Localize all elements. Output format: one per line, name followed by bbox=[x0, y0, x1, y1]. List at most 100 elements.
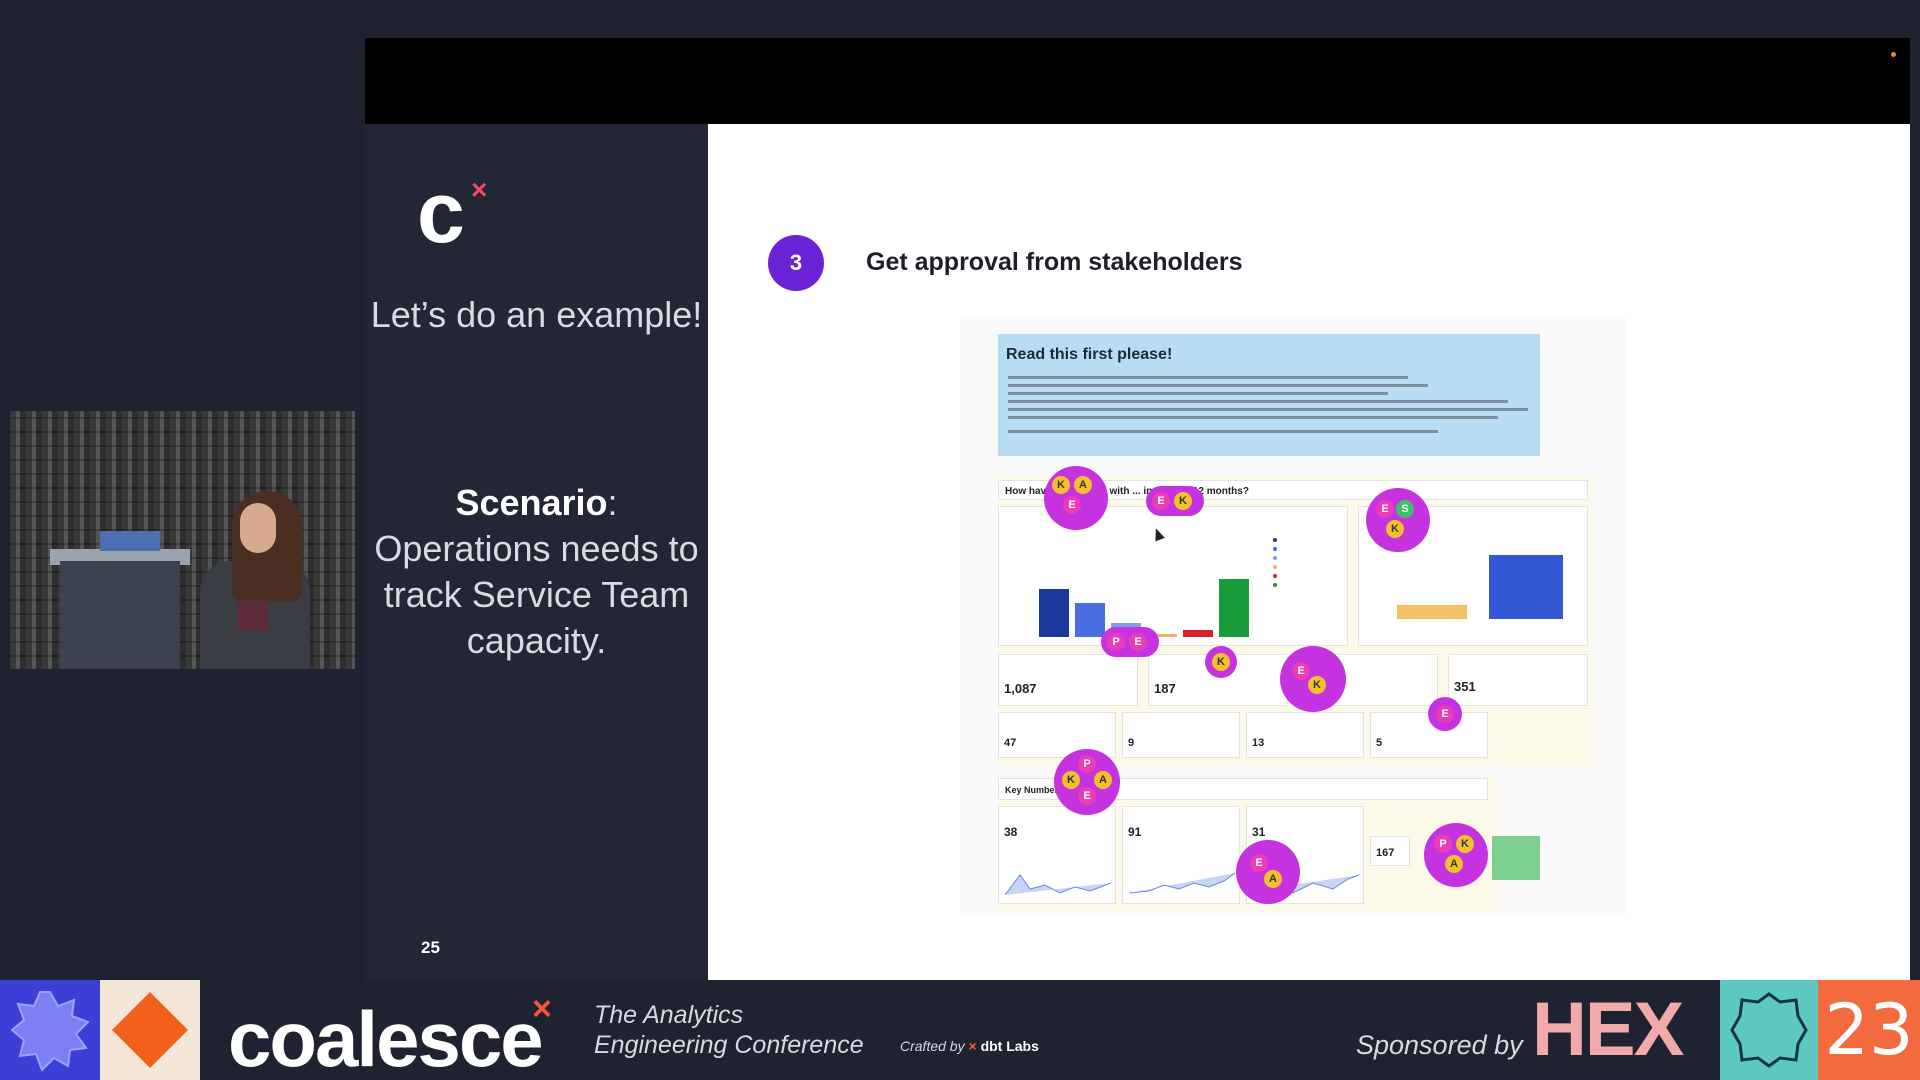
speaker bbox=[240, 503, 276, 553]
key-number-value: 91 bbox=[1128, 825, 1142, 839]
bar-4 bbox=[1147, 634, 1177, 637]
note-green bbox=[1492, 836, 1540, 880]
sparkline bbox=[1005, 874, 1111, 896]
conference-tagline: The Analytics Engineering Conference bbox=[594, 1001, 864, 1059]
year-badge: 23 bbox=[1818, 980, 1920, 1080]
avatar: K bbox=[1456, 835, 1474, 853]
speaker-video bbox=[10, 411, 355, 669]
avatar: E bbox=[1250, 854, 1268, 872]
avatar: P bbox=[1434, 835, 1452, 853]
metric-card: 1,087 bbox=[998, 654, 1138, 706]
metric-card: 351 bbox=[1448, 654, 1588, 706]
bar-chart-card bbox=[998, 506, 1348, 646]
key-numbers-header: Key Numbers bbox=[998, 778, 1488, 800]
footer-tile-blue bbox=[0, 980, 100, 1080]
avatar: E bbox=[1152, 492, 1170, 510]
bar-chart bbox=[1039, 537, 1259, 637]
metric-card: 13 bbox=[1246, 712, 1364, 758]
key-number-value: 38 bbox=[1004, 825, 1018, 839]
avatar: K bbox=[1212, 653, 1230, 671]
sparkline bbox=[1129, 872, 1235, 894]
avatar: E bbox=[1436, 705, 1454, 723]
key-number-card: 167 bbox=[1370, 836, 1410, 866]
badge-icon bbox=[1730, 992, 1808, 1068]
comment-avatars[interactable]: P E bbox=[1101, 627, 1159, 657]
key-number-value: 31 bbox=[1252, 825, 1266, 839]
avatar: A bbox=[1074, 476, 1092, 494]
comment-avatars[interactable]: E S K bbox=[1366, 488, 1430, 552]
comment-avatars[interactable]: E A bbox=[1236, 840, 1300, 904]
metric-value: 9 bbox=[1128, 737, 1135, 749]
metric-value: 351 bbox=[1454, 679, 1476, 694]
step-number-badge: 3 bbox=[768, 235, 824, 291]
sponsor-logo: HEX bbox=[1532, 987, 1684, 1072]
bar-2 bbox=[1075, 603, 1105, 637]
bar-5 bbox=[1183, 630, 1213, 637]
scenario-label: Scenario bbox=[455, 482, 608, 523]
bar-1 bbox=[1039, 589, 1069, 637]
engagement-section: How have ... engaged with ... in the las… bbox=[998, 476, 1592, 766]
podium bbox=[60, 561, 180, 669]
comment-avatars[interactable]: E K bbox=[1280, 646, 1346, 712]
avatar: K bbox=[1052, 476, 1070, 494]
crafted-by: Crafted by × dbt Labs bbox=[900, 1038, 1039, 1054]
comment-avatars[interactable]: P K A E bbox=[1054, 749, 1120, 815]
dbt-x-icon: × bbox=[968, 1038, 977, 1054]
footer-tile-teal bbox=[1720, 980, 1818, 1080]
secondary-bar-1 bbox=[1397, 605, 1467, 619]
secondary-bar-2 bbox=[1489, 555, 1563, 619]
avatar: P bbox=[1107, 633, 1125, 651]
comment-avatars[interactable]: K bbox=[1205, 646, 1237, 678]
presentation-top-bar bbox=[365, 38, 1910, 124]
section-title: How have ... engaged with ... in the las… bbox=[1005, 486, 1249, 497]
key-numbers-title: Key Numbers bbox=[1005, 785, 1064, 795]
metric-value: 13 bbox=[1252, 737, 1265, 749]
footer-tile-cream bbox=[100, 980, 200, 1080]
key-number-card: 38 bbox=[998, 806, 1116, 904]
coalesce-brand: coalesce bbox=[228, 995, 544, 1080]
intro-text: Let’s do an example! bbox=[370, 294, 703, 335]
comment-avatars[interactable]: K A E bbox=[1044, 466, 1108, 530]
scenario-description: Operations needs to track Service Team c… bbox=[374, 528, 699, 661]
slide-content: 3 Get approval from stakeholders Read th… bbox=[708, 124, 1910, 980]
avatar: K bbox=[1174, 492, 1192, 510]
bar-6 bbox=[1219, 579, 1249, 637]
avatar: E bbox=[1292, 662, 1310, 680]
starburst-icon bbox=[10, 991, 90, 1072]
chart-legend bbox=[1273, 537, 1343, 597]
avatar: E bbox=[1376, 500, 1394, 518]
avatar: A bbox=[1445, 855, 1463, 873]
metric-card: 9 bbox=[1122, 712, 1240, 758]
metric-value: 47 bbox=[1004, 737, 1017, 749]
avatar: A bbox=[1094, 771, 1112, 789]
avatar: K bbox=[1308, 676, 1326, 694]
avatar: E bbox=[1129, 633, 1147, 651]
comment-avatars[interactable]: P K A bbox=[1424, 823, 1488, 887]
metric-value: 1,087 bbox=[1004, 681, 1037, 696]
report-mockup: Read this first please! How have ... eng… bbox=[960, 316, 1625, 916]
conference-footer: coalesce × The Analytics Engineering Con… bbox=[0, 980, 1920, 1080]
diamond-icon bbox=[112, 992, 188, 1068]
key-number-value: 167 bbox=[1376, 847, 1395, 859]
key-number-card: 91 bbox=[1122, 806, 1240, 904]
avatar: S bbox=[1396, 500, 1414, 518]
section-header: How have ... engaged with ... in the las… bbox=[998, 480, 1588, 500]
comment-avatars[interactable]: E bbox=[1428, 697, 1462, 731]
brand-x-icon: × bbox=[532, 990, 552, 1028]
slide-number: 25 bbox=[421, 938, 440, 957]
sponsored-by: Sponsored by bbox=[1356, 1030, 1523, 1060]
avatar: P bbox=[1078, 755, 1096, 773]
slide-left-panel: c × Let’s do an example! Scenario: Opera… bbox=[365, 124, 708, 980]
metric-value: 187 bbox=[1154, 681, 1176, 696]
avatar: K bbox=[1386, 520, 1404, 538]
avatar: E bbox=[1063, 496, 1081, 514]
read-first-box: Read this first please! bbox=[998, 334, 1540, 456]
logo-x-icon: × bbox=[471, 174, 488, 205]
status-dot bbox=[1891, 52, 1896, 57]
step-title: Get approval from stakeholders bbox=[866, 248, 1243, 276]
comment-avatars[interactable]: E K bbox=[1146, 486, 1204, 516]
avatar: E bbox=[1078, 787, 1096, 805]
metric-value: 5 bbox=[1376, 737, 1383, 749]
read-first-title: Read this first please! bbox=[1006, 346, 1173, 363]
avatar: A bbox=[1264, 870, 1282, 888]
